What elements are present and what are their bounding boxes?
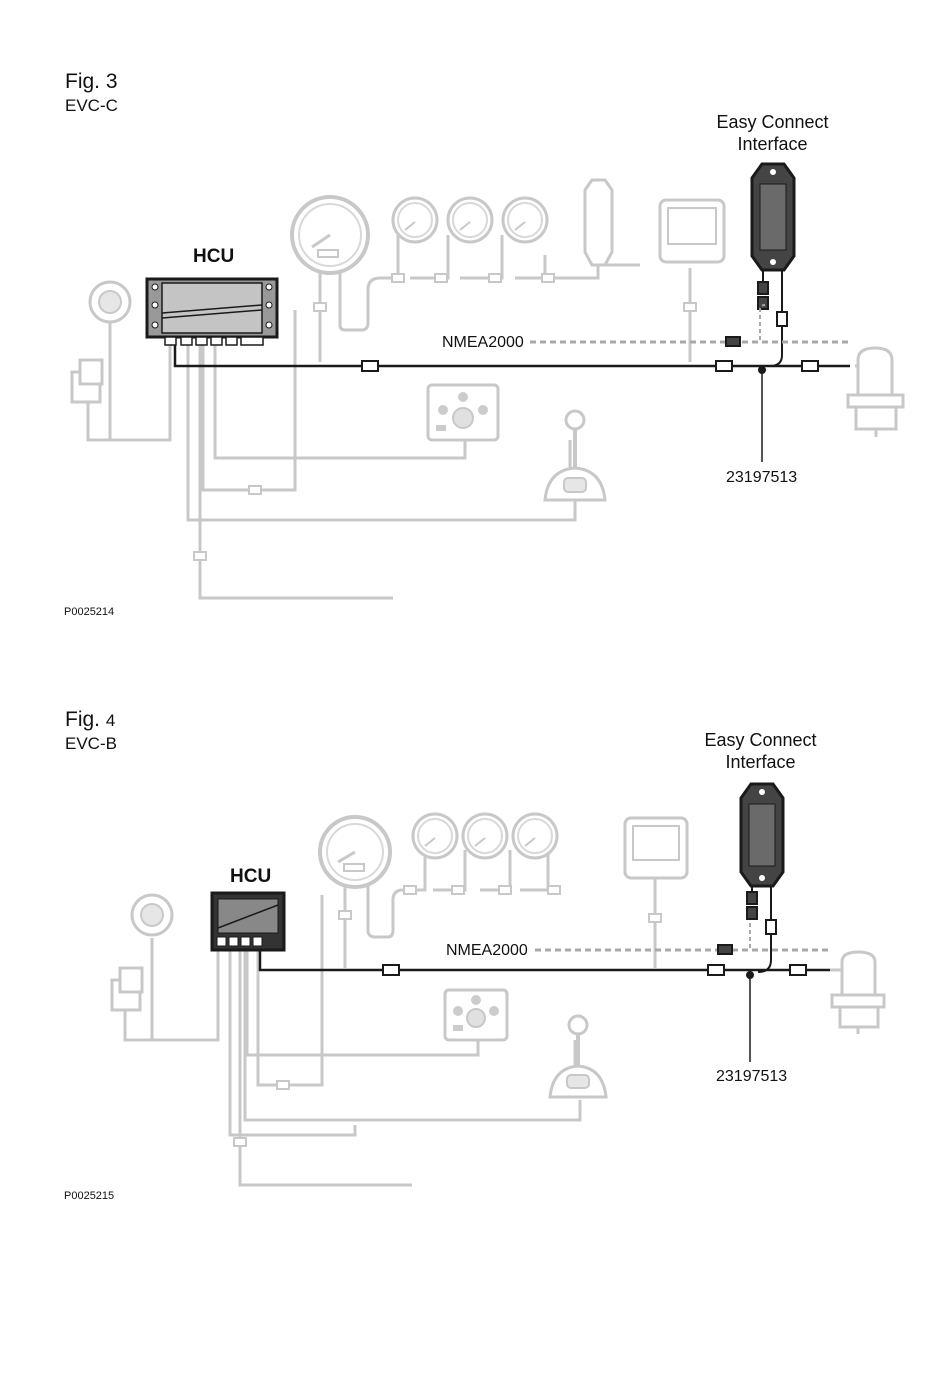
fig4-drawing [112,784,884,1185]
fig3-gauge-icon [503,198,547,242]
fig3-gauge-icon [393,198,437,242]
fig4-bus-connector [708,965,724,975]
fig4-plug [404,886,416,894]
fig4-gauge-icon [463,814,507,858]
fig4-transducer-icon [830,952,884,1034]
fig4-main-bus [260,950,840,970]
fig3-sensor-module-icon [585,180,612,265]
fig3-transducer-icon [848,348,903,437]
fig3-plug [194,552,206,560]
fig4-small-gauges [413,814,557,858]
fig3-plug [684,303,696,311]
fig3-main-bus [175,345,850,366]
fig4-gauge-icon [413,814,457,858]
fig3-bus-connector [716,361,732,371]
fig3-plug [392,274,404,282]
fig3-bus-connector [362,361,378,371]
fig4-plug [499,886,511,894]
fig4-plug [452,886,464,894]
fig4-plug [277,1081,289,1089]
fig4-plug [548,886,560,894]
fig4-throttle-lever-icon [569,1016,587,1034]
fig3-throttle-lever-icon [566,411,584,429]
fig3-plug [249,486,261,494]
fig3-plug [542,274,554,282]
fig3-plug [435,274,447,282]
fig3-small-gauges [393,198,547,242]
fig3-drawing [72,164,903,598]
fig4-bus-connector [790,965,806,975]
fig3-bus-connector [802,361,818,371]
fig3-gauge-icon [448,198,492,242]
fig3-plug [489,274,501,282]
fig4-plug [649,914,661,922]
fig3-plug [314,303,326,311]
fig4-plug [339,911,351,919]
fig4-plug [234,1138,246,1146]
fig4-gauge-icon [513,814,557,858]
fig4-bus-connector [383,965,399,975]
